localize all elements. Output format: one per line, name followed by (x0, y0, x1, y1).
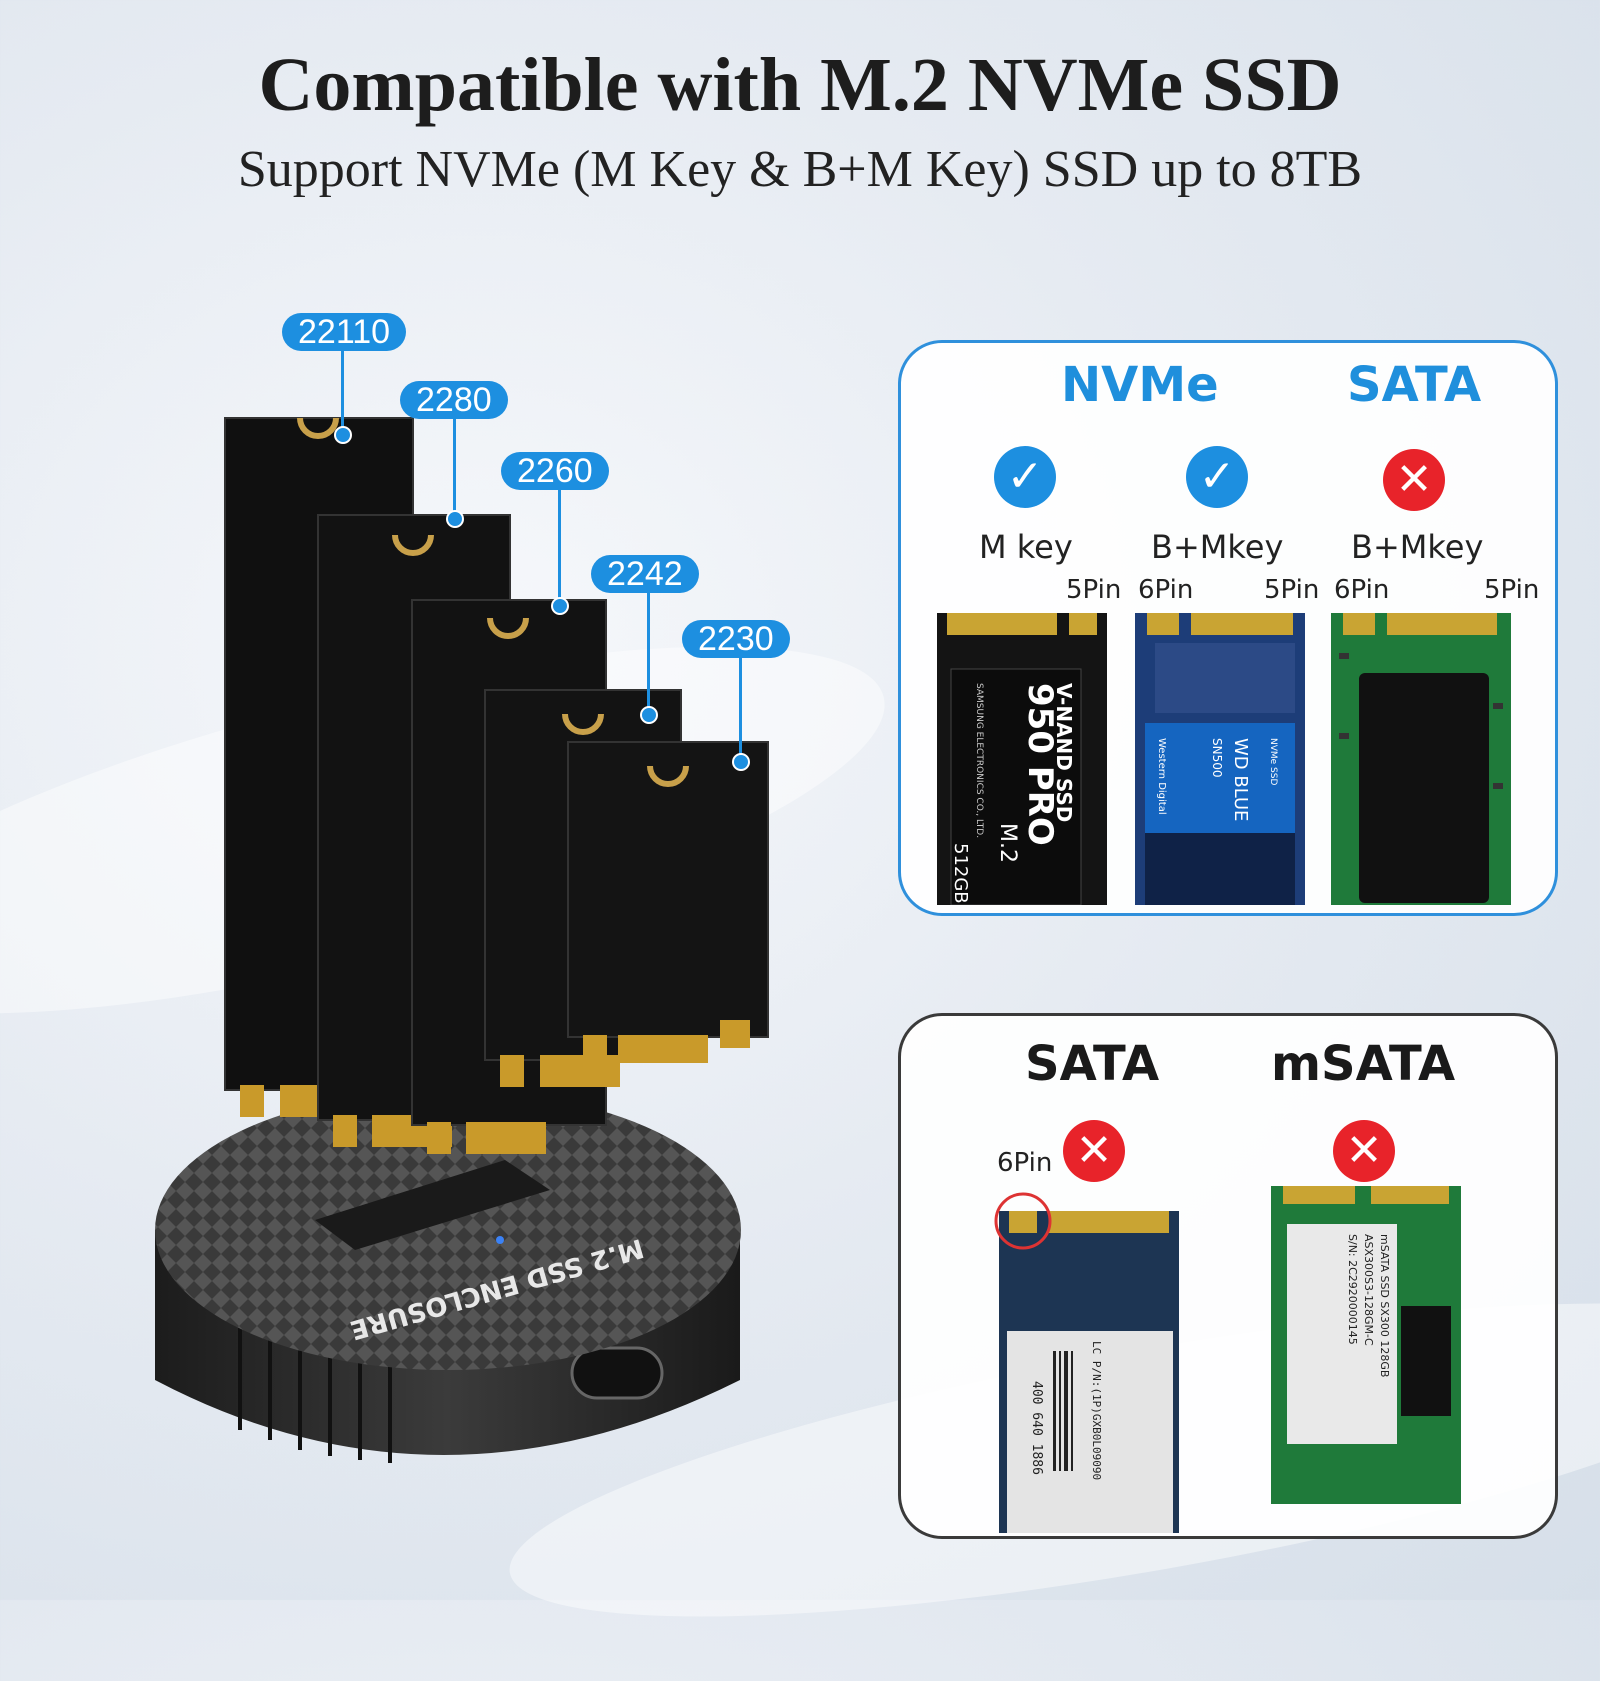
size-tag-2242: 2242 (591, 555, 699, 593)
svg-text:WD BLUE: WD BLUE (1230, 738, 1251, 821)
sata-pin-label: 6Pin (997, 1148, 1053, 1178)
msata-heading: mSATA (1271, 1036, 1456, 1092)
ssd-photo-msata: mSATA SSD SX300 128GB ASX300S3-128GM-C S… (1271, 1186, 1461, 1504)
check-icon: ✓ (994, 446, 1056, 508)
size-marker-dot (732, 753, 750, 771)
size-tag-2260: 2260 (501, 452, 609, 490)
sata-heading: SATA (1025, 1036, 1160, 1092)
enclosure-illustration: M.2 SSD ENCLOSURE (155, 417, 769, 1463)
size-marker-dot (640, 706, 658, 724)
svg-text:ASX300S3-128GM-C: ASX300S3-128GM-C (1362, 1234, 1375, 1346)
incompatibility-panel: SATA mSATA 6Pin ✕ ✕ LC P/N:(1P)GXB0L0909… (898, 1013, 1558, 1539)
cross-icon: ✕ (1333, 1120, 1395, 1182)
size-marker-dot (551, 597, 569, 615)
key-label-bm-sata: B+Mkey (1351, 528, 1484, 566)
svg-text:400 640 1886: 400 640 1886 (1029, 1381, 1044, 1475)
svg-text:V-NAND SSD: V-NAND SSD (1052, 683, 1076, 822)
svg-text:SN500: SN500 (1210, 738, 1224, 778)
ssd-photo-sata-m2: LC P/N:(1P)GXB0L09090 400 640 1886 (994, 1192, 1179, 1533)
page-subtitle: Support NVMe (M Key & B+M Key) SSD up to… (237, 141, 1363, 198)
power-led (496, 1236, 504, 1244)
key-label-bm: B+Mkey (1151, 528, 1284, 566)
compatibility-panel: NVMe SATA ✓ ✓ ✕ M key B+Mkey B+Mkey 5Pin… (898, 340, 1558, 916)
cross-icon: ✕ (1383, 449, 1445, 511)
svg-text:512GB: 512GB (950, 843, 971, 904)
svg-text:SAMSUNG ELECTRONICS CO., LTD.: SAMSUNG ELECTRONICS CO., LTD. (974, 683, 984, 838)
size-marker-dot (334, 426, 352, 444)
m2-slot (315, 1160, 550, 1250)
svg-text:Western Digital: Western Digital (1156, 738, 1167, 815)
svg-text:950 PRO: 950 PRO (1020, 683, 1060, 846)
cross-icon: ✕ (1063, 1120, 1125, 1182)
svg-text:LC P/N:(1P)GXB0L09090: LC P/N:(1P)GXB0L09090 (1090, 1341, 1103, 1480)
pin-highlight-circle (994, 1192, 1052, 1250)
sata-heading: SATA (1347, 357, 1482, 413)
pin-label: 6Pin (1334, 575, 1390, 605)
size-tag-2280: 2280 (400, 381, 508, 419)
size-marker-dot (446, 510, 464, 528)
ssd-photo-sata (1331, 613, 1511, 905)
pin-label: 5Pin (1066, 575, 1122, 605)
pin-label: 5Pin (1484, 575, 1540, 605)
nvme-heading: NVMe (1061, 357, 1219, 413)
pin-label: 6Pin (1138, 575, 1194, 605)
size-tag-2230: 2230 (682, 620, 790, 658)
pin-label: 5Pin (1264, 575, 1320, 605)
ssd-photo-wd: WD BLUE SN500 NVMe SSD Western Digital (1135, 613, 1305, 905)
svg-text:M.2: M.2 (995, 823, 1020, 863)
ssd-card-2230 (567, 741, 769, 1063)
svg-text:S/N: 2C2920000145: S/N: 2C2920000145 (1346, 1234, 1359, 1345)
svg-text:NVMe SSD: NVMe SSD (1268, 738, 1278, 785)
page-title: Compatible with M.2 NVMe SSD (258, 43, 1342, 127)
check-icon: ✓ (1186, 446, 1248, 508)
svg-text:mSATA SSD SX300 128GB: mSATA SSD SX300 128GB (1378, 1234, 1391, 1377)
ssd-photo-samsung: V-NAND SSD 950 PRO M.2 SAMSUNG ELECTRONI… (937, 613, 1107, 905)
size-tag-22110: 22110 (282, 313, 407, 351)
enclosure-top (155, 1090, 741, 1370)
key-label-m: M key (979, 528, 1073, 566)
usb-c-port (570, 1346, 664, 1400)
